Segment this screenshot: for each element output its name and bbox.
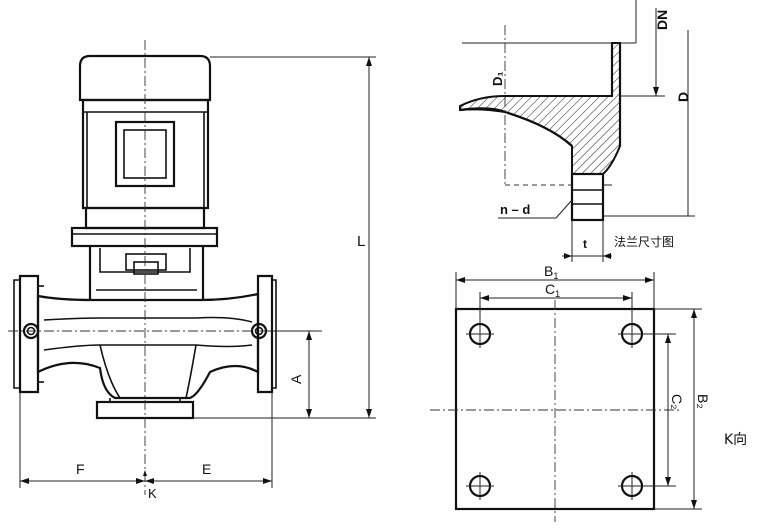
pump-casing (36, 292, 260, 400)
mounting-hole-bottom-left (466, 472, 494, 500)
flange-bolt-left (22, 322, 40, 340)
dimension-A: A (193, 330, 318, 419)
label-B1: B1 (544, 263, 558, 281)
label-A: A (288, 374, 304, 384)
label-n-d: n – d (500, 202, 530, 217)
motor-flange (70, 226, 219, 248)
label-E: E (202, 461, 211, 477)
mounting-hole-top-left (466, 320, 494, 348)
label-t: t (583, 237, 587, 251)
dimension-F-E: F E K (19, 392, 273, 501)
label-C1: C1 (545, 281, 560, 299)
mounting-hole-top-right (618, 320, 646, 348)
pump-elevation-view (8, 40, 322, 495)
label-B2: B₂ (695, 394, 711, 409)
label-C2: C₂ (669, 394, 685, 410)
inlet-flange-left (18, 274, 40, 394)
label-L: L (357, 233, 365, 250)
bolt-hole-section (570, 172, 605, 222)
base-plate-k-view: B1 C1 C₂ B₂ K向 (430, 263, 747, 522)
dimension-L: L (193, 56, 376, 419)
label-F: F (76, 461, 85, 477)
label-D: D (675, 92, 691, 102)
k-view-arrow (143, 470, 147, 476)
label-k-view: K向 (724, 432, 747, 448)
label-K-arrow: K (148, 486, 157, 501)
mounting-hole-bottom-right (618, 472, 646, 500)
label-D1: D₁ (490, 71, 505, 86)
motor-top-cap (78, 54, 212, 102)
label-DN: DN (654, 10, 670, 30)
flange-dimension-caption: 法兰尺寸图 (614, 235, 674, 249)
flange-detail-section: DN D D₁ n – d t 法兰尺寸图 (459, 0, 695, 262)
motor-body (81, 98, 210, 210)
pump-bracket (88, 246, 205, 300)
